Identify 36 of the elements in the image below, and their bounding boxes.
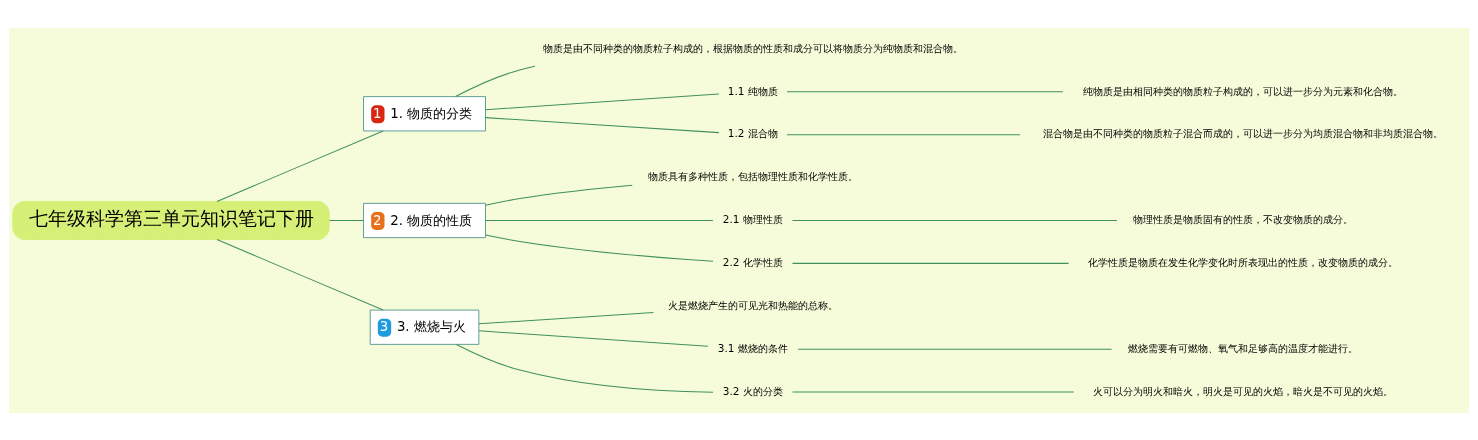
connector	[329, 219, 365, 221]
connector	[485, 184, 633, 206]
node-text: 1.1 纯物质	[727, 84, 778, 97]
connector	[216, 129, 384, 202]
node-text: 物理性质是物质固有的性质，不改变物质的成分。	[1132, 212, 1353, 225]
node-text: 化学性质是物质在发生化学变化时所表现出的性质，改变物质的成分。	[1087, 255, 1398, 268]
connector	[485, 234, 714, 262]
node-text: 3.2 火的分类	[722, 384, 783, 397]
node-text: 2.1 物理性质	[722, 212, 783, 225]
node-text: 2.2 化学性质	[722, 255, 783, 268]
node-box: 1 1. 物质的分类	[363, 95, 486, 131]
connector	[791, 262, 1070, 264]
node-box: 3 3. 燃烧与火	[369, 309, 480, 345]
connector	[797, 348, 1113, 350]
connector	[485, 219, 714, 221]
connector	[786, 90, 1064, 92]
node-text: 1.2 混合物	[727, 126, 778, 139]
connector	[478, 311, 654, 324]
connector	[478, 329, 709, 347]
connector	[454, 65, 536, 97]
node-text: 火可以分为明火和暗火，明火是可见的火焰，暗火是不可见的火焰。	[1092, 384, 1393, 397]
node-text: 燃烧需要有可燃物、氧气和足够高的温度才能进行。	[1127, 341, 1358, 354]
node-text: 混合物是由不同种类的物质粒子混合而成的，可以进一步分为均质混合物和非均质混合物。	[1042, 126, 1443, 139]
connector	[485, 116, 720, 133]
node-box: 七年级科学第三单元知识笔记下册	[12, 200, 330, 240]
node-box: 2 2. 物质的性质	[363, 202, 486, 238]
connector	[455, 343, 714, 393]
connector	[485, 93, 720, 110]
connector	[216, 238, 384, 311]
node-text: 火是燃烧产生的可见光和热能的总称。	[667, 298, 838, 311]
node-text: 物质是由不同种类的物质粒子构成的，根据物质的性质和成分可以将物质分为纯物质和混合物。	[542, 41, 963, 54]
connector	[786, 133, 1021, 135]
node-text: 物质具有多种性质，包括物理性质和化学性质。	[647, 169, 858, 182]
connector	[791, 219, 1118, 221]
node-text: 3.1 燃烧的条件	[717, 341, 788, 354]
node-text: 纯物质是由相同种类的物质粒子构成的，可以进一步分为元素和化合物。	[1082, 84, 1403, 97]
